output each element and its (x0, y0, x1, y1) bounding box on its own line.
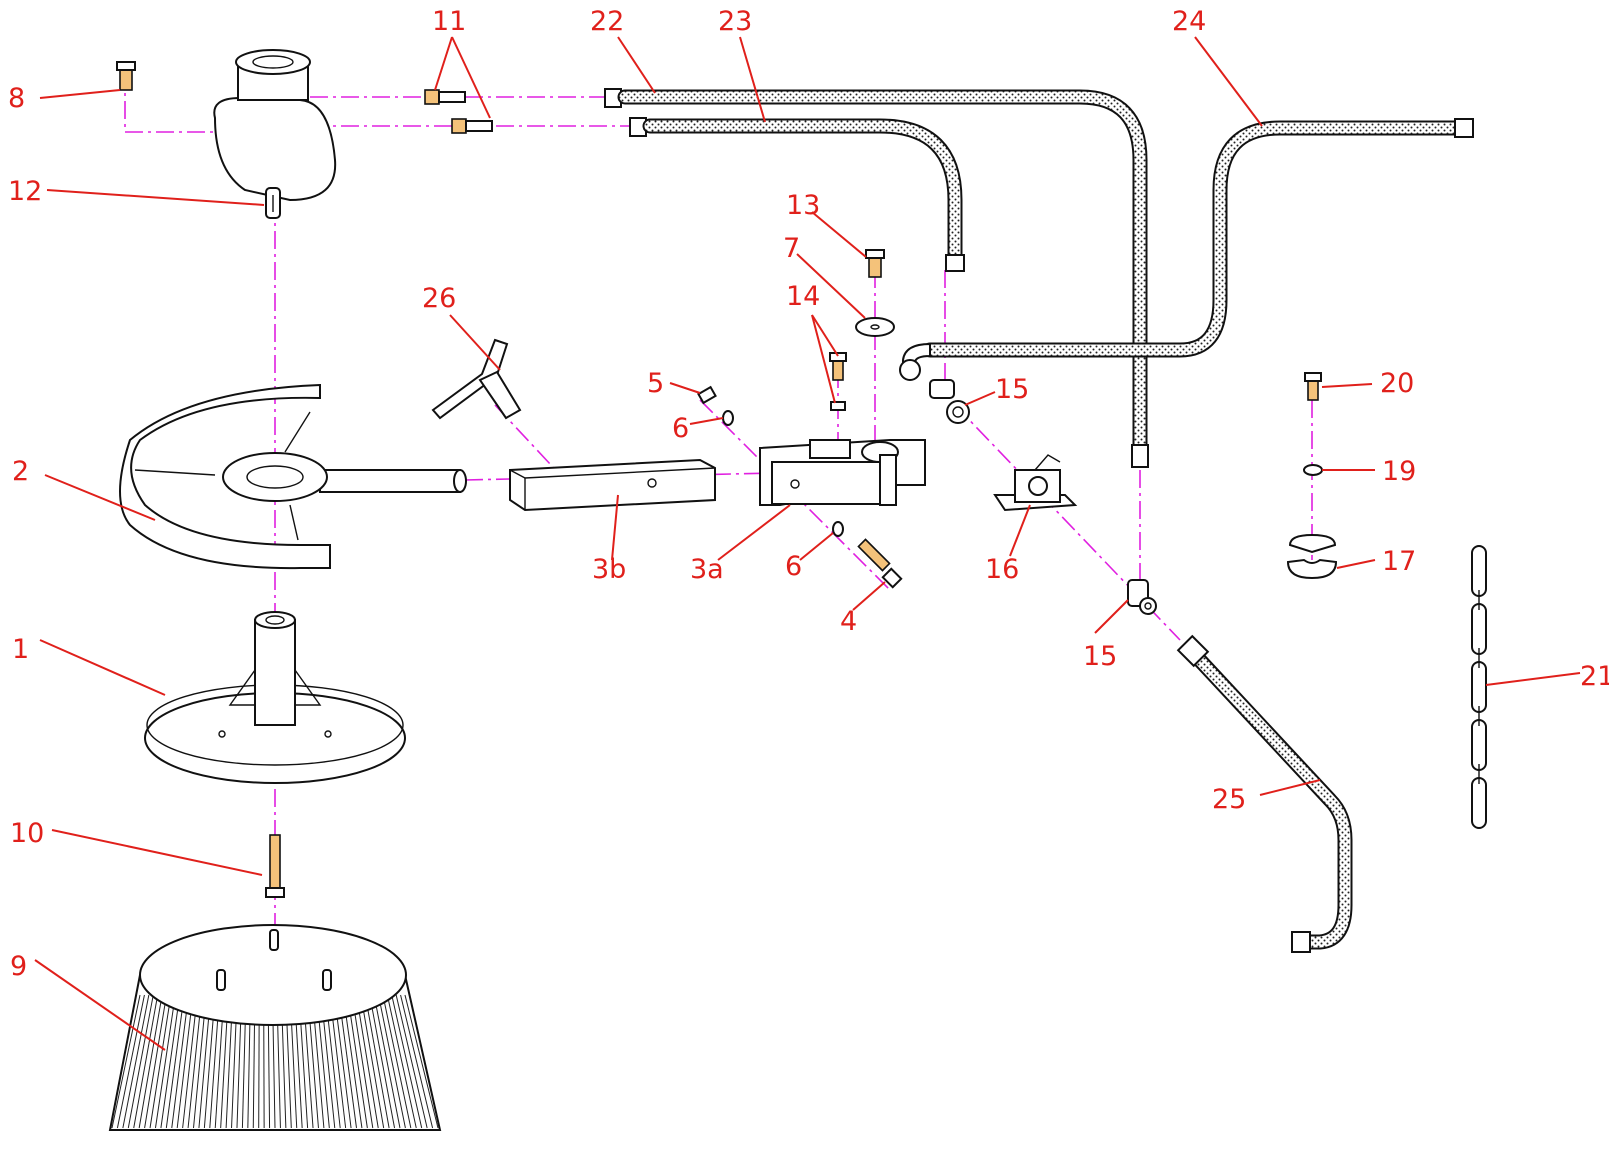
callout-4: 4 (840, 606, 857, 637)
bristle-line (165, 994, 185, 1129)
valve-16 (993, 454, 1078, 512)
bristle-line (127, 994, 154, 1129)
valve-fitting-15-lower (1127, 579, 1157, 615)
bolts-14 (829, 352, 847, 411)
callout-labels: 8 11 22 23 24 12 13 7 26 14 5 15 20 6 2 … (8, 6, 1609, 982)
bristle-line (400, 994, 434, 1129)
distributor-head-12 (213, 49, 337, 219)
washer-7 (855, 317, 895, 337)
bristle-line (154, 994, 176, 1129)
callout-6-upper: 6 (672, 413, 689, 444)
callout-3b: 3b (592, 554, 626, 585)
bristle-line (116, 994, 145, 1129)
callout-17: 17 (1382, 546, 1416, 577)
callout-5: 5 (647, 368, 664, 399)
brush-9 (108, 924, 442, 1131)
callout-3a: 3a (690, 554, 724, 585)
callout-24: 24 (1172, 6, 1206, 37)
bristle-line (149, 994, 172, 1129)
washer-6-upper (722, 410, 734, 426)
bristle-line (111, 994, 141, 1129)
fittings-11 (424, 89, 493, 134)
bolt-13 (865, 249, 885, 278)
callout-2: 2 (12, 456, 29, 487)
bristle-line (395, 994, 428, 1129)
callout-22: 22 (590, 6, 624, 37)
hose-22 (604, 88, 1149, 468)
callout-21: 21 (1580, 661, 1609, 692)
chain-21 (1471, 545, 1487, 829)
bristle-line (355, 994, 379, 1129)
callout-9: 9 (10, 951, 27, 982)
nut-5 (697, 385, 717, 405)
callout-1: 1 (12, 634, 29, 665)
washer-6-lower (832, 521, 844, 537)
bristle-line (182, 994, 198, 1129)
bristle-line (160, 994, 181, 1129)
bristle-line (382, 994, 412, 1129)
hose-25 (1176, 634, 1353, 953)
callout-15-lower: 15 (1083, 641, 1117, 672)
clip-17 (1286, 533, 1338, 580)
bristle-line (404, 994, 439, 1129)
callout-14: 14 (786, 281, 820, 312)
callout-11: 11 (432, 6, 466, 37)
bracket-3a (759, 439, 926, 506)
callout-23: 23 (718, 6, 752, 37)
bolt-8 (116, 61, 136, 91)
valve-fitting-15-upper (899, 359, 970, 424)
brush-guard-2 (119, 383, 467, 570)
callout-26: 26 (422, 283, 456, 314)
handle-26 (431, 338, 522, 420)
bristle-line (138, 994, 163, 1129)
tube-3b (509, 458, 716, 512)
bristle-line (122, 994, 150, 1129)
callout-10: 10 (10, 818, 44, 849)
bristle-line (351, 994, 374, 1129)
bristle-line (378, 994, 406, 1129)
brush-plate-1 (144, 611, 406, 784)
callout-19: 19 (1382, 456, 1416, 487)
bristle-line (391, 994, 423, 1129)
bristle-line (360, 994, 385, 1129)
callout-6-lower: 6 (785, 551, 802, 582)
callout-20: 20 (1380, 368, 1414, 399)
callout-12: 12 (8, 176, 42, 207)
bolt-10 (265, 834, 285, 898)
bristle-line (176, 994, 194, 1129)
bristle-line (171, 994, 190, 1129)
bristle-line (386, 994, 417, 1129)
leader-lines (34, 36, 1581, 1051)
callout-8: 8 (8, 83, 25, 114)
bristle-line (364, 994, 390, 1129)
bristle-line (144, 994, 167, 1129)
callout-15-upper: 15 (995, 374, 1029, 405)
bristle-line (373, 994, 401, 1129)
callout-16: 16 (985, 554, 1019, 585)
callout-25: 25 (1212, 784, 1246, 815)
hose-23 (629, 117, 965, 272)
bristle-line (133, 994, 159, 1129)
callout-7: 7 (783, 233, 800, 264)
bristle-line (347, 994, 368, 1129)
washer-19 (1303, 464, 1323, 476)
callout-13: 13 (786, 190, 820, 221)
bolt-4 (857, 538, 903, 589)
bristle-line (369, 994, 396, 1129)
hose-24 (902, 118, 1474, 373)
bolt-20 (1304, 372, 1322, 401)
